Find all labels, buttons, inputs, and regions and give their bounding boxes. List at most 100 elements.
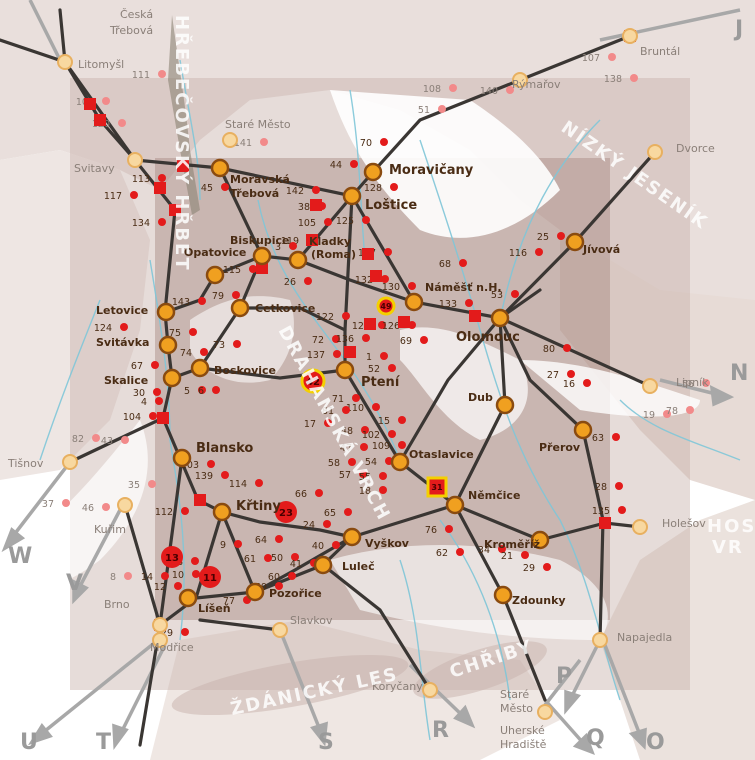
station-marker [493, 585, 513, 605]
survey-point-number: 79 [212, 291, 224, 302]
town-label: Němčice [468, 489, 520, 502]
outer-station-marker [62, 454, 78, 470]
highlight-site-marker [426, 476, 448, 498]
survey-point-number: 61 [244, 554, 256, 565]
survey-point-number: 125 [336, 216, 354, 227]
direction-label: O [646, 730, 665, 755]
survey-point-dot [608, 53, 616, 61]
station-marker [158, 335, 178, 355]
major-site-number: 42 [306, 377, 320, 388]
survey-point-dot [398, 416, 406, 424]
survey-point-dot [612, 433, 620, 441]
town-label: Olomouc [456, 330, 520, 345]
survey-point-dot [438, 105, 446, 113]
survey-point-number: 81 [322, 406, 334, 417]
survey-point-dot [535, 248, 543, 256]
outer-station-marker [647, 144, 663, 160]
survey-point-number: 141 [234, 138, 252, 149]
survey-point-dot [148, 480, 156, 488]
survey-point-dot [288, 572, 296, 580]
survey-point-dot [233, 340, 241, 348]
survey-point-number: 5 [184, 386, 190, 397]
town-label: Vyškov [365, 537, 410, 550]
station-square-marker [194, 494, 206, 506]
survey-point-number: 57 [339, 470, 351, 481]
survey-point-number: 116 [509, 248, 527, 259]
survey-point-dot [124, 572, 132, 580]
station-square-marker [362, 248, 374, 260]
outer-town-label: Staré [500, 688, 529, 701]
town-label: Křtiny [236, 499, 281, 514]
survey-point-dot [158, 218, 166, 226]
town-label: Kroměříž [484, 538, 540, 551]
direction-label: Q [586, 726, 605, 751]
survey-point-dot [333, 350, 341, 358]
survey-point-dot [342, 406, 350, 414]
survey-point-number: 71 [332, 394, 344, 405]
survey-point-dot [234, 540, 242, 548]
outer-station-marker [117, 497, 133, 513]
station-marker [156, 302, 176, 322]
survey-point-number: 52 [368, 364, 380, 375]
direction-label: T [96, 730, 111, 755]
outer-station-marker [422, 682, 438, 698]
survey-point-number: 128 [364, 183, 382, 194]
survey-point-number: 62 [436, 548, 448, 559]
survey-point-dot [275, 582, 283, 590]
survey-point-dot [378, 321, 386, 329]
survey-point-number: 63 [592, 433, 604, 444]
survey-point-number: 70 [360, 138, 372, 149]
outer-town-label: Uherské [500, 724, 545, 737]
town-label: Kladky [309, 235, 351, 248]
survey-point-number: 67 [131, 361, 143, 372]
major-site-number: 11 [203, 573, 217, 584]
survey-point-dot [361, 426, 369, 434]
direction-label: R [432, 718, 449, 743]
survey-point-number: 46 [82, 503, 94, 514]
survey-point-dot [618, 506, 626, 514]
survey-point-dot [198, 297, 206, 305]
survey-point-dot [291, 553, 299, 561]
survey-point-number: 117 [104, 191, 122, 202]
survey-point-number: 26 [284, 277, 296, 288]
survey-point-number: 19 [643, 410, 655, 421]
town-label: Skalice [104, 374, 148, 387]
survey-point-dot [420, 336, 428, 344]
survey-point-dot [255, 479, 263, 487]
direction-label: V [66, 571, 83, 596]
survey-point-dot [663, 410, 671, 418]
survey-point-dot [120, 323, 128, 331]
survey-point-number: 124 [94, 323, 112, 334]
survey-point-number: 113 [132, 174, 150, 185]
survey-point-number: 69 [400, 336, 412, 347]
station-square-marker [370, 270, 382, 282]
survey-point-number: 138 [604, 74, 622, 85]
survey-point-dot [381, 275, 389, 283]
town-label: Jívová [582, 243, 620, 256]
outer-town-label: Lipník [676, 376, 709, 389]
town-label: Biskupice [230, 234, 289, 247]
station-square-marker [364, 318, 376, 330]
survey-point-dot [289, 242, 297, 250]
survey-point-dot [161, 572, 169, 580]
survey-point-dot [315, 489, 323, 497]
survey-point-dot [384, 248, 392, 256]
survey-point-number: 132 [355, 275, 373, 286]
survey-point-number: 74 [180, 348, 192, 359]
survey-point-dot [332, 541, 340, 549]
outer-town-label: Rýmařov [512, 78, 561, 91]
station-square-marker [84, 98, 96, 110]
survey-point-dot [312, 186, 320, 194]
survey-point-dot [149, 412, 157, 420]
station-marker [342, 186, 362, 206]
major-site-number: 23 [279, 508, 293, 519]
survey-point-number: 72 [312, 335, 324, 346]
town-label: Zdounky [512, 594, 566, 607]
survey-point-number: 37 [42, 499, 54, 510]
survey-point-dot [189, 328, 197, 336]
outer-station-marker [512, 72, 528, 88]
station-square-marker [256, 262, 268, 274]
station-marker [530, 530, 550, 550]
outer-town-label: Dvorce [676, 142, 715, 155]
